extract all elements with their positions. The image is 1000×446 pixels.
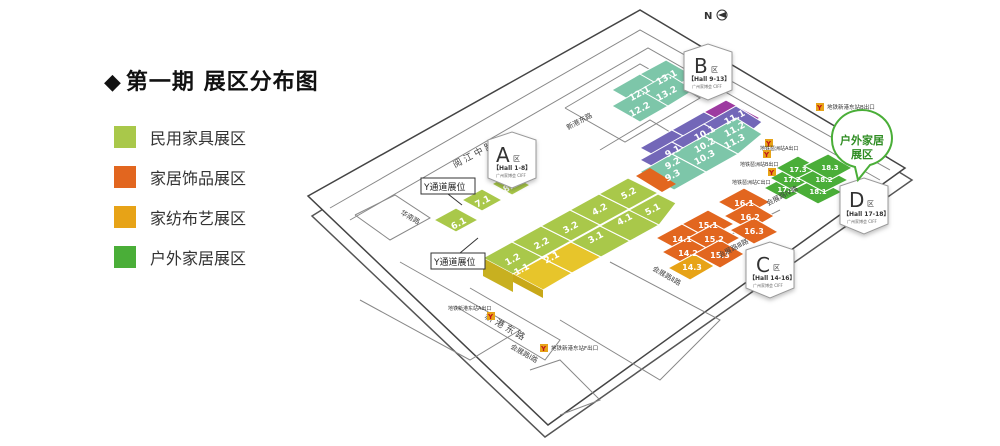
metro-label-pazhou-b: 地铁琶洲站B出口: [740, 161, 778, 168]
hall-label-15-2: 15.2: [704, 235, 724, 244]
metro-exits: Y 地铁新港东站B出口 Y 地铁琶洲站A出口 Y 地铁琶洲站B出口 Y 地铁琶洲…: [448, 103, 875, 353]
zone-b-halls: 【Hall 9-13】: [688, 75, 730, 83]
hall-label-16-1: 16.1: [734, 199, 754, 208]
zone-d-halls: 【Hall 17-18】: [843, 210, 889, 218]
metro-label-xingang-a: 地铁新港东站A出口: [448, 305, 491, 312]
hall-6-1: [432, 207, 480, 233]
hall-label-14-3: 14.3: [682, 263, 702, 272]
metro-label-pazhou-c: 地铁琶洲站C出口: [732, 179, 771, 186]
metro-icon: Y: [487, 313, 494, 321]
page-title: ◆第一期 展区分布图: [104, 64, 319, 96]
legend-label-decor: 家居饰品展区: [150, 169, 247, 188]
hall-15-3: [692, 239, 745, 269]
zone-c-badge: C 区 【Hall 14-16】 广州家博会 CIFF: [745, 241, 795, 299]
hall-label-14-2: 14.2: [678, 249, 698, 258]
zone-d-sub: 广州家博会 CIFF: [847, 218, 878, 224]
metro-exit-b: Y 地铁新港东站B出口: [816, 103, 875, 112]
hall-14-3: [666, 253, 715, 281]
diamond-icon: ◆: [104, 70, 122, 95]
hall-label-18-3: 18.3: [821, 164, 838, 172]
hall-label-16-2: 16.2: [740, 213, 760, 222]
zone-a-sub: 广州家博会 CIFF: [496, 172, 527, 178]
hall-label-17-3: 17.3: [789, 166, 806, 174]
legend-label-civil: 民用家具展区: [150, 129, 247, 148]
hall-5-1: [627, 193, 677, 226]
hall-label-16-3: 16.3: [744, 227, 764, 236]
y-passage-bottom-label: Y通道展位: [433, 256, 476, 268]
hall-16-3: [728, 217, 780, 245]
zone-b-halls: [610, 59, 763, 192]
zone-c-suffix: 区: [773, 264, 780, 272]
metro-label-xingang-f: 地铁新港东站F出口: [551, 344, 598, 352]
metro-icon: Y: [763, 151, 770, 159]
zone-d-letter: D: [849, 188, 864, 212]
metro-exit-xingang-a: Y 地铁新港东站A出口: [448, 305, 495, 321]
hall-11-3: [702, 117, 763, 155]
metro-icon: Y: [765, 140, 772, 148]
zone-b-sub: 广州家博会 CIFF: [692, 83, 723, 89]
hall-5-2: [597, 177, 660, 210]
compass-label: N: [704, 11, 712, 22]
road-lines: [329, 29, 891, 416]
legend-swatch-outdoor: [114, 246, 136, 268]
zone-a-suffix: 区: [513, 155, 520, 163]
zone-b-letter: B: [694, 54, 708, 78]
zone-b-orange-strip: [636, 168, 676, 192]
legend-item-civil: 民用家具展区: [114, 117, 246, 157]
y-passage-bottom-callout: Y通道展位: [430, 237, 486, 270]
zone-a-front-face: [483, 258, 513, 292]
zone-d-badge: D 区 【Hall 17-18】 广州家博会 CIFF: [839, 177, 889, 235]
hall-label-18-2: 18.2: [815, 176, 832, 184]
zone-a-halls: 【Hall 1-8】: [493, 164, 531, 172]
metro-label-pazhou-a: 地铁琶洲站A出口: [760, 145, 798, 152]
compass-icon: N: [704, 9, 728, 22]
zone-c-sub: 广州家博会 CIFF: [753, 282, 784, 288]
metro-label-b: 地铁新港东站B出口: [827, 103, 875, 111]
zone-a-badge: A 区 【Hall 1-8】 广州家博会 CIFF: [487, 131, 537, 189]
legend-swatch-textile: [114, 206, 136, 228]
legend-swatch-civil: [114, 126, 136, 148]
zone-b-suffix: 区: [711, 66, 718, 74]
outdoor-bubble: 户外家居 展区: [830, 109, 893, 183]
y-passage-top-callout: Y通道展位: [420, 177, 476, 206]
hall-label-18-1: 18.1: [809, 188, 826, 196]
hall-label-17-2: 17.2: [783, 176, 800, 184]
metro-exit-pazhou-c: Y 地铁琶洲站C出口: [732, 168, 776, 186]
legend-label-textile: 家纺布艺展区: [150, 209, 247, 228]
zone-c-letter: C: [756, 253, 770, 277]
metro-exit-pazhou-a: Y 地铁琶洲站A出口: [760, 139, 798, 152]
zone-b-badge: B 区 【Hall 9-13】 广州家博会 CIFF: [683, 43, 733, 101]
zone-c-halls: [654, 187, 780, 281]
legend-item-outdoor: 户外家居展区: [114, 237, 246, 277]
hall-label-14-1: 14.1: [672, 235, 692, 244]
hall-18-3: [802, 153, 854, 181]
legend-item-textile: 家纺布艺展区: [114, 197, 246, 237]
metro-icon: Y: [768, 169, 775, 177]
zone-d-halls: [762, 153, 854, 205]
y-passage-top-label: Y通道展位: [423, 181, 466, 193]
hall-label-17-1: 17.1: [777, 186, 794, 194]
legend-item-decor: 家居饰品展区: [114, 157, 246, 197]
metro-icon: Y: [540, 345, 547, 353]
legend-swatch-decor: [114, 166, 136, 188]
outdoor-bubble-line2: 展区: [850, 148, 873, 161]
legend: 民用家具展区 家居饰品展区 家纺布艺展区 户外家居展区: [114, 117, 246, 277]
zone-c-halls: 【Hall 14-16】: [749, 274, 795, 282]
metro-exit-xingang-f: Y 地铁新港东站F出口: [540, 344, 598, 353]
zone-a-letter: A: [496, 143, 510, 167]
legend-label-outdoor: 户外家居展区: [150, 249, 247, 268]
zone-a-front-bottom: [513, 274, 543, 298]
outdoor-bubble-line1: 户外家居: [840, 133, 884, 147]
zone-d-suffix: 区: [867, 200, 874, 208]
page-title-text: 第一期 展区分布图: [125, 70, 319, 95]
metro-exit-pazhou-b: Y 地铁琶洲站B出口: [740, 150, 778, 168]
hall-label-15-1: 15.1: [698, 221, 718, 230]
metro-icon: Y: [816, 104, 823, 112]
hall-label-15-3: 15.3: [710, 251, 730, 260]
